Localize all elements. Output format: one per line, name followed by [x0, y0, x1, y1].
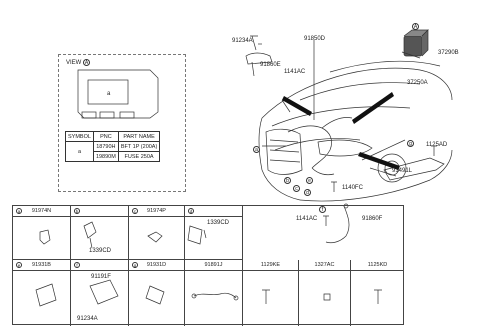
part-label-1141ac-top: 1141AC: [284, 69, 306, 75]
table-row: 19890M FUSE 250A: [66, 151, 161, 162]
part-label-91491l: 91491L: [392, 168, 413, 174]
parts-cell-1327ac: 1327AC: [299, 260, 351, 326]
callout-g: g: [407, 135, 414, 153]
callout-b: b: [284, 172, 291, 190]
callout-d: d: [304, 184, 311, 202]
view-inner-marker: a: [107, 91, 111, 97]
parts-cell-b: b 1339CD: [71, 206, 129, 260]
parts-cell-d: d 1339CD: [185, 206, 243, 260]
symbol-cell: a: [65, 141, 94, 162]
symbol-table: SYMBOL PNC PART NAME a 18790H BFT 1P (20…: [65, 131, 161, 162]
pnc-cell: 18790H: [92, 141, 119, 152]
callout-a-top: A: [412, 23, 419, 31]
part-label-91860e: 91860E: [260, 62, 281, 68]
part-name-header: PART NAME: [117, 131, 161, 142]
part-label-91860f: 91860F: [362, 216, 383, 222]
symbol-header: SYMBOL: [65, 131, 94, 142]
pnc-cell: 19890M: [92, 151, 119, 162]
part-label-1140fc: 1140FC: [342, 185, 363, 191]
part-label-37250a: 37250A: [407, 80, 428, 86]
callout-f: f: [319, 201, 326, 219]
parts-cell-1129ke: 1129KE: [243, 260, 299, 326]
parts-cell-f: f 91191F 91234A: [71, 260, 129, 326]
parts-cell-91891j: 91891J: [185, 260, 243, 326]
part-label-91850d: 91850D: [304, 36, 326, 42]
part-label-1125ad: 1125AD: [426, 142, 448, 148]
part-name-cell: FUSE 250A: [117, 151, 161, 162]
pnc-header: PNC: [92, 131, 119, 142]
view-title: VIEW A: [66, 59, 91, 67]
view-marker: A: [83, 59, 91, 66]
callout-c: c: [293, 180, 300, 198]
part-name-cell: BFT 1P (200A): [117, 141, 161, 152]
view-a-panel: VIEW A a SYMBOL PNC PART NAME a 18790H B…: [58, 54, 186, 192]
part-label-91234a: 91234A: [232, 38, 253, 44]
parts-cell-1125kd: 1125KD: [351, 260, 404, 326]
callout-a: a: [253, 141, 260, 159]
callout-e: e: [306, 172, 313, 190]
part-label-1141ac-bottom: 1141AC: [296, 216, 318, 222]
part-label-37290b: 37290B: [438, 50, 459, 56]
table-row: a 18790H BFT 1P (200A): [65, 141, 161, 162]
